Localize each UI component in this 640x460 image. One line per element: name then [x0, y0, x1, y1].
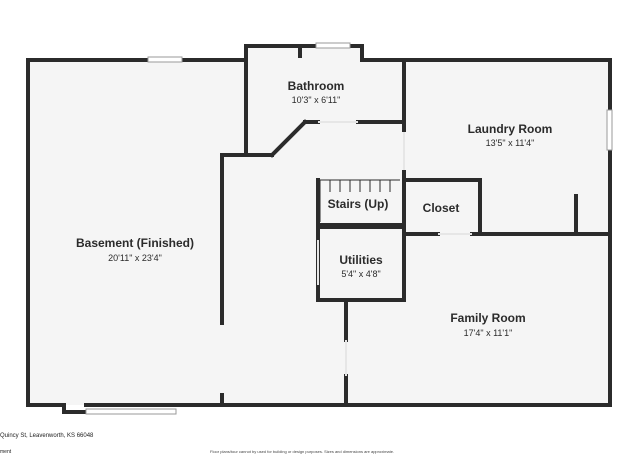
room-name-closet: Closet: [423, 201, 460, 215]
windows: [85, 42, 613, 415]
footer-disclaimer: Floor plans/tour cannot by used for buil…: [210, 449, 395, 454]
room-name-stairs: Stairs (Up): [328, 197, 389, 211]
room-dims-bathroom: 10'3" x 6'11": [292, 95, 341, 105]
room-dims-basement: 20'11" x 23'4": [108, 253, 162, 263]
walls: [26, 44, 612, 414]
window-laundry-right: [606, 109, 613, 151]
footer-left-fragment: ment: [0, 449, 12, 455]
room-name-basement: Basement (Finished): [76, 236, 194, 250]
room-dims-laundry: 13'5" x 11'4": [486, 138, 535, 148]
window-bathroom-top: [315, 42, 351, 49]
room-name-utilities: Utilities: [339, 253, 383, 267]
window-basement-bottom: [85, 408, 177, 415]
door-openings: [317, 121, 472, 376]
room-name-bathroom: Bathroom: [288, 79, 345, 93]
room-dims-family: 17'4" x 11'1": [464, 328, 513, 338]
room-labels: Basement (Finished) 20'11" x 23'4" Bathr…: [76, 79, 552, 338]
stairs-treads: [319, 179, 400, 222]
room-name-family: Family Room: [450, 311, 525, 325]
wall-bath-diagonal: [269, 119, 308, 158]
footer-address: Quincy St, Leavenworth, KS 66048: [0, 433, 94, 439]
window-basement-top: [147, 56, 183, 63]
room-name-laundry: Laundry Room: [468, 122, 553, 136]
room-dims-utilities: 5'4" x 4'8": [341, 269, 380, 279]
